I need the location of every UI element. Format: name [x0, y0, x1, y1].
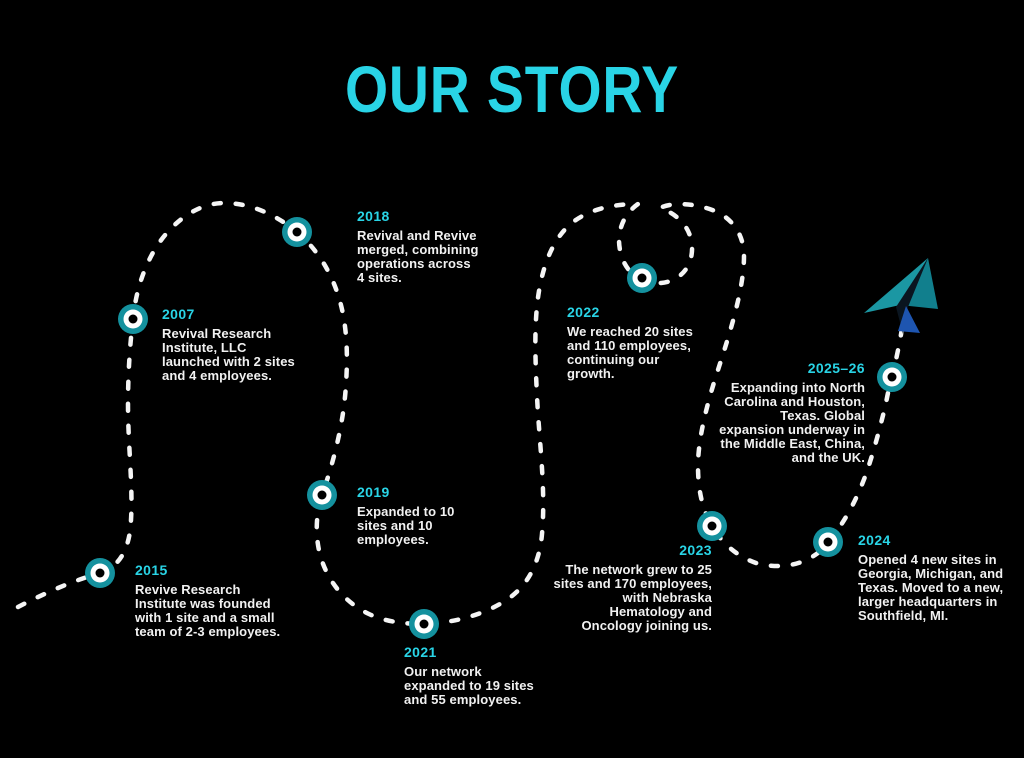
milestone-text: Our network expanded to 19 sites and 55 … [404, 664, 534, 707]
year-label: 2025–26 [807, 360, 865, 376]
milestone-text: Opened 4 new sites in Georgia, Michigan,… [858, 552, 1004, 623]
milestone-marker-2025-26 [877, 362, 907, 392]
milestone-text: Revival Research Institute, LLC launched… [162, 326, 295, 383]
year-label: 2019 [357, 484, 390, 500]
milestone-2007: 2007 Revival Research Institute, LLC lau… [162, 306, 308, 383]
year-label: 2024 [858, 532, 891, 548]
milestone-2015: 2015 Revive Research Institute was found… [135, 562, 281, 639]
milestone-2021: 2021 Our network expanded to 19 sites an… [404, 644, 542, 707]
milestone-text: Expanding into North Carolina and Housto… [719, 380, 865, 465]
milestone-text: Revival and Revive merged, combining ope… [357, 228, 479, 285]
year-label: 2018 [357, 208, 390, 224]
milestone-2025-26: 2025–26 Expanding into North Carolina an… [713, 360, 865, 465]
year-label: 2022 [567, 304, 600, 320]
milestone-text: The network grew to 25 sites and 170 emp… [553, 562, 712, 633]
milestone-text: We reached 20 sites and 110 employees, c… [567, 324, 693, 381]
milestone-2023: 2023 The network grew to 25 sites and 17… [550, 542, 712, 633]
milestone-text: Expanded to 10 sites and 10 employees. [357, 504, 455, 547]
timeline-path [15, 200, 906, 627]
milestone-2019: 2019 Expanded to 10 sites and 10 employe… [357, 484, 461, 547]
year-label: 2023 [679, 542, 712, 558]
milestone-text: Revive Research Institute was founded wi… [135, 582, 281, 639]
milestone-marker-2015 [85, 558, 115, 588]
milestone-marker-2022 [627, 263, 657, 293]
year-label: 2021 [404, 644, 437, 660]
milestone-2022: 2022 We reached 20 sites and 110 employe… [567, 304, 705, 381]
page-title: OUR STORY [344, 52, 680, 126]
milestone-marker-2019 [307, 480, 337, 510]
milestone-2018: 2018 Revival and Revive merged, combinin… [357, 208, 479, 285]
milestone-marker-2018 [282, 217, 312, 247]
milestone-marker-2021 [409, 609, 439, 639]
year-label: 2015 [135, 562, 168, 578]
milestone-marker-2023 [697, 511, 727, 541]
milestone-marker-2024 [813, 527, 843, 557]
milestone-marker-2007 [118, 304, 148, 334]
year-label: 2007 [162, 306, 195, 322]
milestone-2024: 2024 Opened 4 new sites in Georgia, Mich… [858, 532, 1006, 623]
paper-plane-icon [864, 258, 938, 334]
